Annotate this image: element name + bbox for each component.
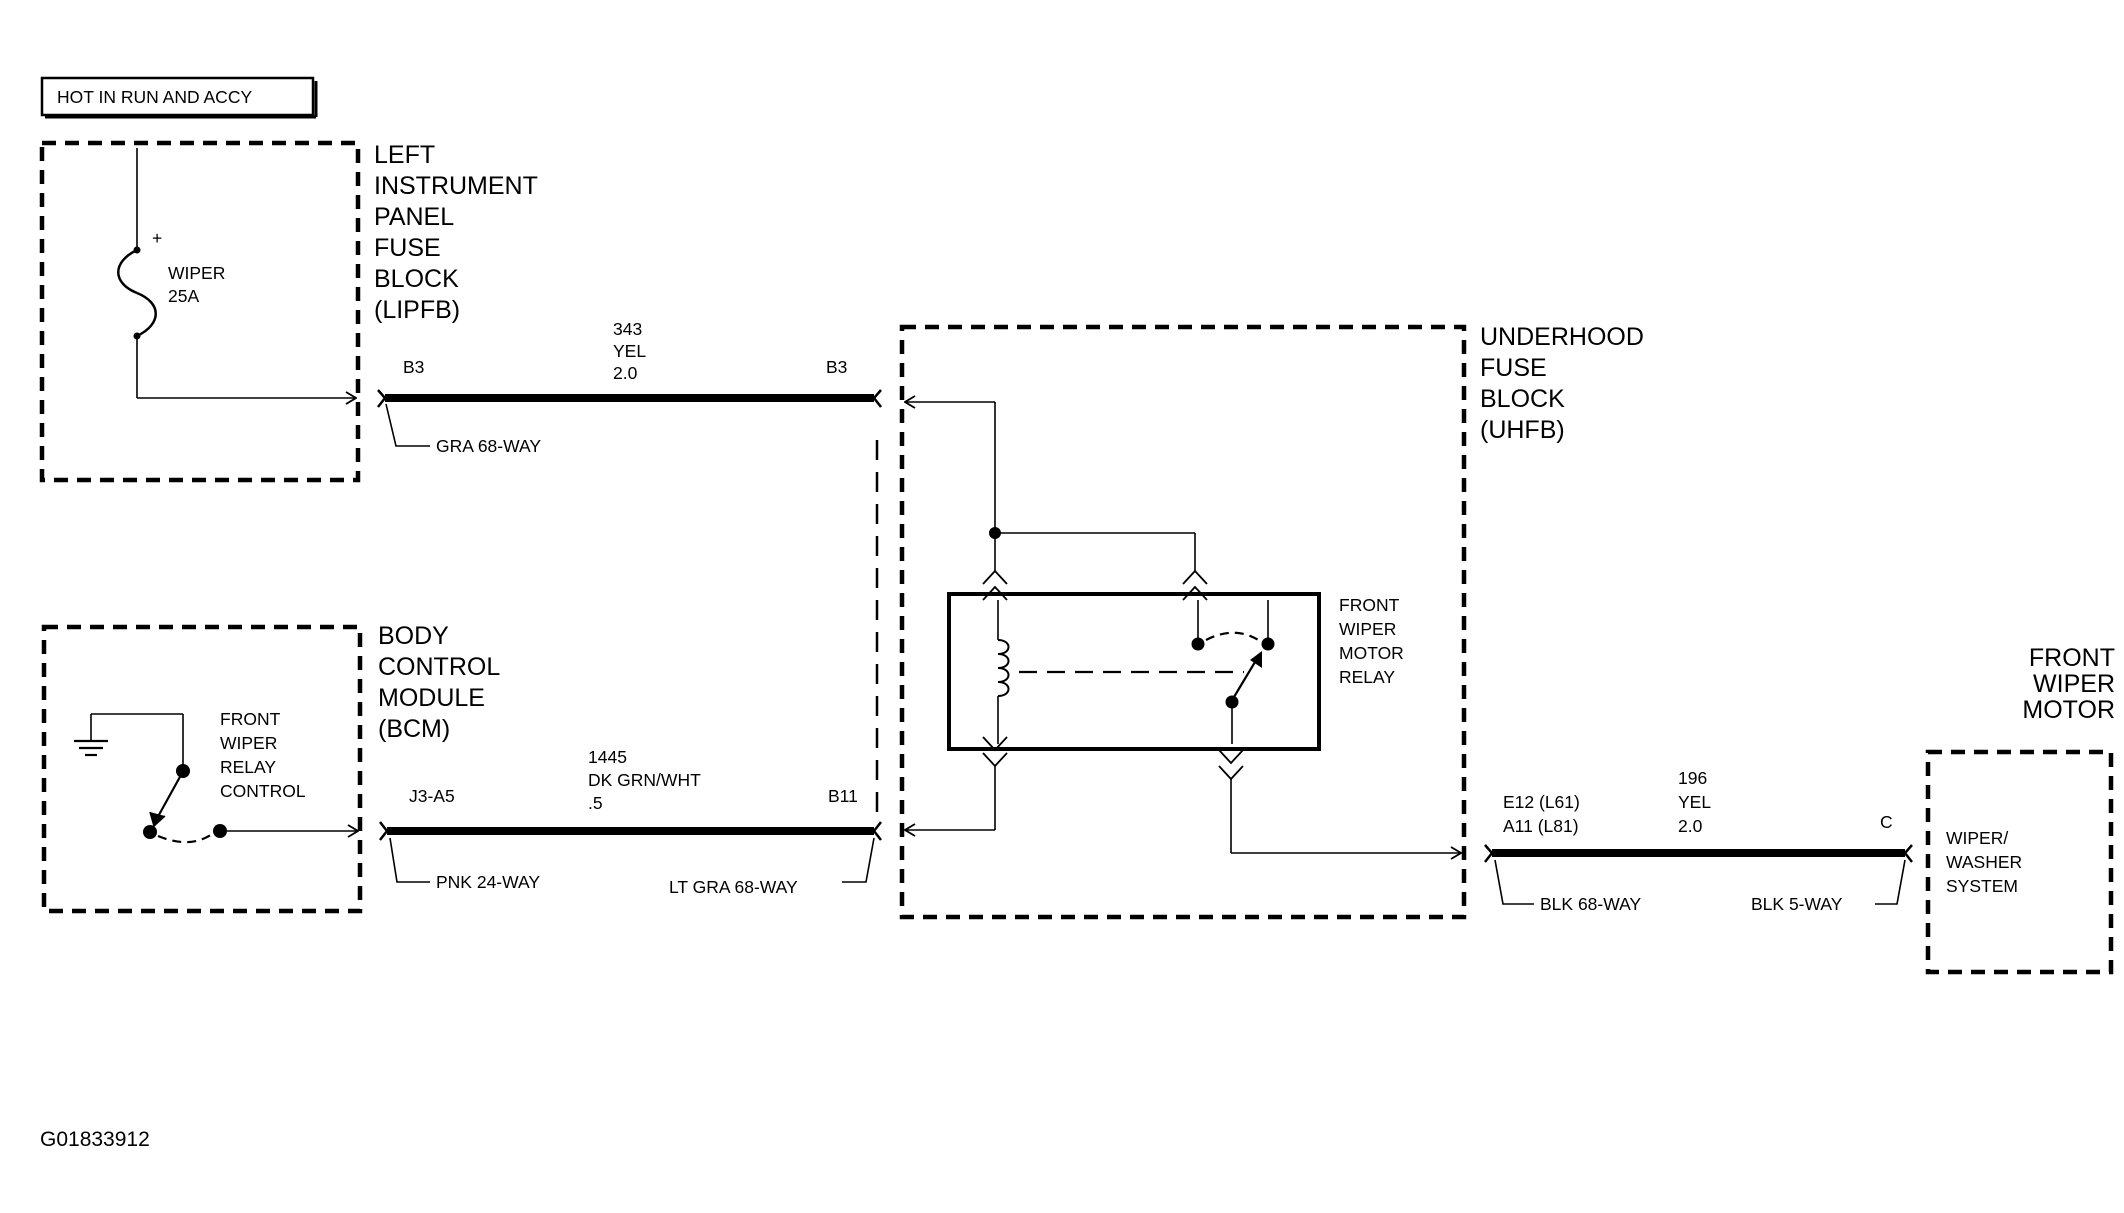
wire-1445-right-pin: B11: [828, 786, 858, 806]
wire-196-color: YEL: [1678, 792, 1711, 812]
wire-343-color: YEL: [613, 341, 646, 361]
hot-in-run-label: HOT IN RUN AND ACCY: [57, 87, 252, 107]
relay-coil-icon: [997, 600, 1244, 744]
svg-text:FRONT: FRONT: [220, 709, 281, 729]
wire-1445-gauge: .5: [588, 793, 603, 813]
wire-196-circuit: 196: [1678, 768, 1707, 788]
bcm-control-label: FRONT WIPER RELAY CONTROL: [220, 709, 306, 801]
wire-343: [377, 389, 882, 447]
svg-text:FUSE: FUSE: [374, 234, 441, 262]
svg-text:WIPER: WIPER: [1339, 619, 1396, 639]
wire-1445-left-connector: PNK 24-WAY: [436, 872, 540, 892]
svg-text:(LIPFB): (LIPFB): [374, 296, 460, 324]
relay-switch-icon: [1191, 600, 1275, 744]
motor-system-label: WIPER/ WASHER SYSTEM: [1946, 828, 2022, 896]
svg-text:CONTROL: CONTROL: [378, 653, 500, 681]
wire-1445: [379, 821, 882, 883]
uhfb-component-box: [899, 324, 1467, 920]
wire-1445-right-connector: LT GRA 68-WAY: [669, 877, 798, 897]
bcm-relay-control-switch: [143, 714, 358, 844]
svg-text:FUSE: FUSE: [1480, 354, 1547, 382]
svg-text:PANEL: PANEL: [374, 203, 454, 231]
hot-in-run-label-box: HOT IN RUN AND ACCY: [40, 76, 318, 119]
lipfb-component-box: [39, 140, 361, 483]
svg-text:FRONT: FRONT: [2029, 644, 2115, 672]
fuse-name: WIPER: [168, 263, 225, 283]
svg-text:(BCM): (BCM): [378, 715, 450, 743]
svg-text:LEFT: LEFT: [374, 141, 435, 169]
svg-text:BLOCK: BLOCK: [1480, 385, 1565, 413]
svg-text:CONTROL: CONTROL: [220, 781, 306, 801]
wire-196-left-connector: BLK 68-WAY: [1540, 894, 1641, 914]
motor-title: FRONT WIPER MOTOR: [2022, 644, 2115, 724]
svg-text:MOTOR: MOTOR: [1339, 643, 1404, 663]
svg-text:UNDERHOOD: UNDERHOOD: [1480, 323, 1644, 351]
wire-196-left-pin-1: E12 (L61): [1503, 792, 1580, 812]
svg-text:(UHFB): (UHFB): [1480, 416, 1565, 444]
wiper-fuse-symbol: [117, 148, 356, 398]
fuse-polarity: +: [152, 228, 162, 248]
wire-343-right-pin: B3: [826, 357, 847, 377]
figure-id: G01833912: [40, 1128, 150, 1151]
wire-196-left-pin-2: A11 (L81): [1503, 816, 1579, 836]
svg-text:FRONT: FRONT: [1339, 595, 1400, 615]
svg-text:SYSTEM: SYSTEM: [1946, 876, 2018, 896]
wire-1445-left-pin: J3-A5: [409, 786, 455, 806]
relay-label: FRONT WIPER MOTOR RELAY: [1339, 595, 1404, 687]
svg-text:WIPER: WIPER: [2033, 670, 2115, 698]
front-wiper-motor-relay-box: [947, 592, 1321, 751]
wire-196-right-pin: C: [1880, 812, 1893, 832]
uhfb-internal-wiring: [905, 402, 1461, 853]
svg-text:BLOCK: BLOCK: [374, 265, 459, 293]
svg-text:RELAY: RELAY: [220, 757, 276, 777]
svg-text:WIPER: WIPER: [220, 733, 277, 753]
wire-196-right-connector: BLK 5-WAY: [1751, 894, 1843, 914]
wire-343-gauge: 2.0: [613, 363, 638, 383]
uhfb-title: UNDERHOOD FUSE BLOCK (UHFB): [1480, 323, 1644, 444]
lipfb-title: LEFT INSTRUMENT PANEL FUSE BLOCK (LIPFB): [374, 141, 538, 324]
bcm-title: BODY CONTROL MODULE (BCM): [378, 622, 500, 743]
svg-text:WIPER/: WIPER/: [1946, 828, 2008, 848]
svg-text:MODULE: MODULE: [378, 684, 485, 712]
svg-text:RELAY: RELAY: [1339, 667, 1395, 687]
wire-343-left-connector: GRA 68-WAY: [436, 436, 541, 456]
ground-icon: [74, 713, 183, 757]
wire-1445-circuit: 1445: [588, 747, 627, 767]
fuse-rating: 25A: [168, 286, 199, 306]
bcm-component-box: [41, 624, 363, 914]
wire-196-gauge: 2.0: [1678, 816, 1703, 836]
front-wiper-motor-box: [1925, 749, 2114, 975]
svg-text:MOTOR: MOTOR: [2022, 696, 2115, 724]
wire-1445-color: DK GRN/WHT: [588, 770, 701, 790]
wire-343-left-pin: B3: [403, 357, 424, 377]
svg-text:WASHER: WASHER: [1946, 852, 2022, 872]
wire-343-circuit: 343: [613, 319, 642, 339]
svg-text:INSTRUMENT: INSTRUMENT: [374, 172, 538, 200]
svg-text:BODY: BODY: [378, 622, 449, 650]
wire-196: [1484, 844, 1913, 905]
